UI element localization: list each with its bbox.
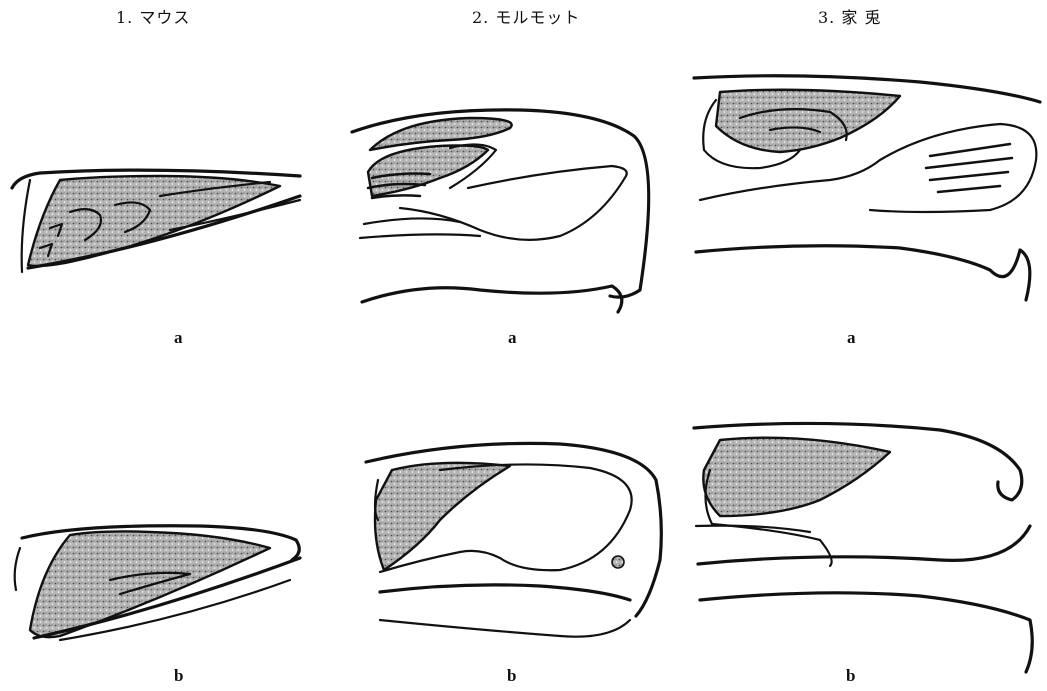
- figure-mouse-b: [15, 526, 300, 640]
- figure-rabbit-b: [694, 423, 1032, 672]
- panel-label-2a: a: [508, 328, 517, 348]
- panel-label-3b: b: [846, 666, 855, 686]
- panel-label-1a: a: [174, 328, 183, 348]
- panel-label-3a: a: [847, 328, 856, 348]
- figure-rabbit-a: [694, 76, 1040, 300]
- panel-label-1b: b: [174, 666, 183, 686]
- figure-mouse-a: [12, 170, 300, 272]
- figure-guinea-pig-a: [352, 110, 649, 312]
- panel-label-2b: b: [507, 666, 516, 686]
- figure-guinea-pig-b: [366, 443, 661, 636]
